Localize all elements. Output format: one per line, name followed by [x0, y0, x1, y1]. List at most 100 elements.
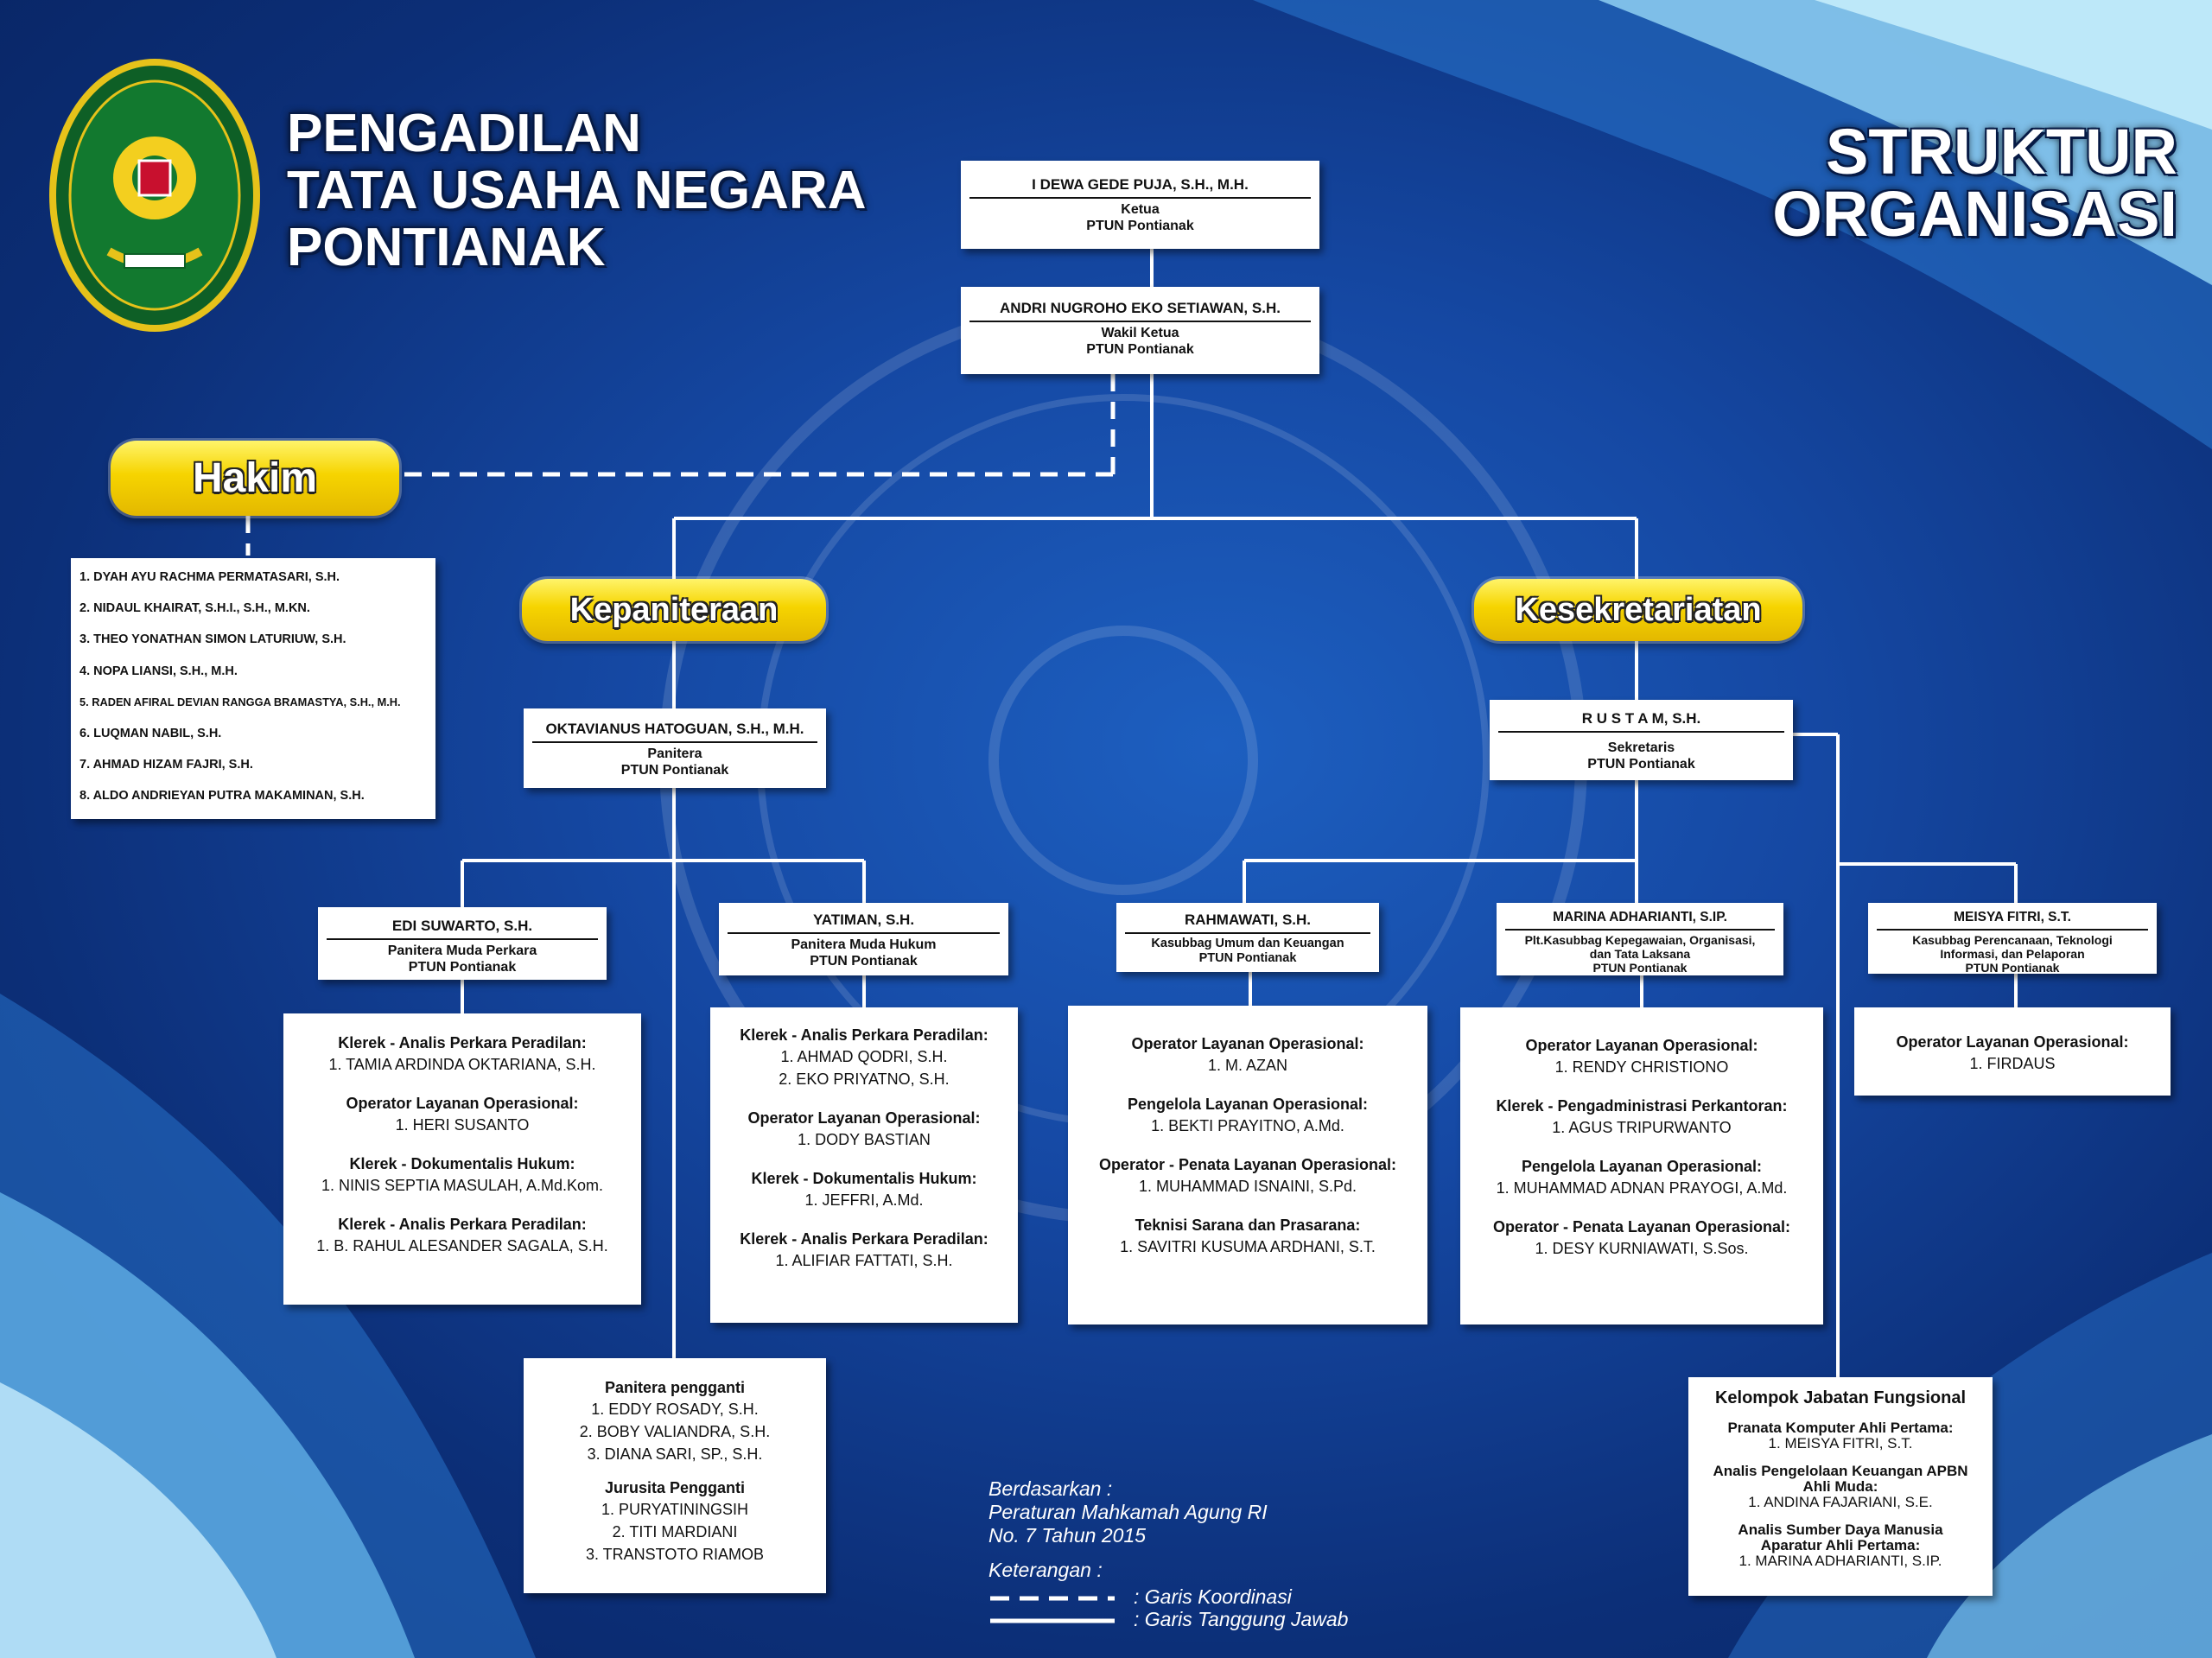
- kasubbag-umum-name: RAHMAWATI, S.H.: [1125, 912, 1370, 934]
- staff-group: Pengelola Layanan Operasional: 1. MUHAMM…: [1465, 1156, 1818, 1199]
- ketua-name: I DEWA GEDE PUJA, S.H., M.H.: [969, 176, 1311, 199]
- kasubbag-perencanaan-staff: Operator Layanan Operasional: 1. FIRDAUS: [1854, 1007, 2171, 1096]
- staff-member: 1. ANDINA FAJARIANI, S.E.: [1748, 1494, 1933, 1510]
- kasubbag-kepegawaian-name: MARINA ADHARIANTI, S.IP.: [1505, 910, 1775, 931]
- staff-group-title: Operator Layanan Operasional:: [747, 1109, 981, 1127]
- staff-group: Operator Layanan Operasional: 1. HERI SU…: [289, 1093, 636, 1136]
- page-title-line-2: ORGANISASI: [1772, 178, 2177, 250]
- kasubbag-kepegawaian-role: Plt.Kasubbag Kepegawaian, Organisasi, da…: [1524, 933, 1756, 961]
- staff-group-title: Operator - Penata Layanan Operasional:: [1492, 1218, 1791, 1236]
- staff-group: Operator Layanan Operasional: 1. FIRDAUS: [1859, 1032, 2165, 1075]
- staff-member: 1. BEKTI PRAYITNO, A.Md.: [1151, 1117, 1344, 1134]
- staff-group: Klerek - Analis Perkara Peradilan: 1. TA…: [289, 1032, 636, 1076]
- legend-title: Keterangan :: [988, 1559, 1103, 1581]
- staff-group: Klerek - Analis Perkara Peradilan: 1. AL…: [715, 1229, 1013, 1272]
- staff-group-title: Pranata Komputer Ahli Pertama:: [1727, 1420, 1954, 1436]
- staff-member: 1. B. RAHUL ALESANDER SAGALA, S.H.: [316, 1237, 608, 1255]
- sekretaris-unit: PTUN Pontianak: [1587, 757, 1695, 772]
- staff-member: 2. BOBY VALIANDRA, S.H.: [579, 1423, 771, 1440]
- kasubbag-perencanaan-role: Kasubbag Perencanaan, Teknologi Informas…: [1912, 933, 2113, 961]
- hakim-member: 3. THEO YONATHAN SIMON LATURIUW, S.H.: [79, 632, 346, 647]
- kasubbag-umum-box: RAHMAWATI, S.H. Kasubbag Umum dan Keuang…: [1116, 903, 1379, 972]
- staff-group-title: Klerek - Analis Perkara Peradilan:: [338, 1034, 587, 1051]
- staff-group: Panitera pengganti 1. EDDY ROSADY, S.H. …: [529, 1377, 821, 1465]
- panmud-perkara-box: EDI SUWARTO, S.H. Panitera Muda Perkara …: [318, 907, 607, 980]
- jabatan-fungsional-box: Kelompok Jabatan Fungsional Pranata Komp…: [1688, 1377, 1993, 1596]
- staff-group-title: Klerek - Analis Perkara Peradilan:: [740, 1230, 988, 1248]
- panmud-perkara-staff: Klerek - Analis Perkara Peradilan: 1. TA…: [283, 1013, 641, 1305]
- staff-member: 1. MARINA ADHARIANTI, S.IP.: [1738, 1553, 1942, 1569]
- wakil-role: Wakil Ketua: [1101, 326, 1179, 340]
- staff-member: 1. AGUS TRIPURWANTO: [1552, 1119, 1732, 1136]
- staff-group-title: Klerek - Dokumentalis Hukum:: [349, 1155, 575, 1172]
- staff-group: Jurusita Pengganti 1. PURYATININGSIH 2. …: [529, 1477, 821, 1566]
- staff-member: 1. ALIFIAR FATTATI, S.H.: [775, 1252, 953, 1269]
- staff-group-title: Operator Layanan Operasional:: [1896, 1033, 2129, 1051]
- kasubbag-perencanaan-unit: PTUN Pontianak: [1965, 961, 2060, 975]
- staff-member: 1. EDDY ROSADY, S.H.: [591, 1401, 759, 1418]
- panmud-hukum-role: Panitera Muda Hukum: [791, 937, 937, 952]
- staff-member: 1. MUHAMMAD ISNAINI, S.Pd.: [1138, 1178, 1357, 1195]
- staff-group-title: Klerek - Analis Perkara Peradilan:: [338, 1216, 587, 1233]
- staff-group: Operator - Penata Layanan Operasional: 1…: [1073, 1154, 1422, 1197]
- staff-member: 1. FIRDAUS: [1969, 1055, 2056, 1072]
- staff-member: 1. RENDY CHRISTIONO: [1554, 1058, 1729, 1076]
- kasubbag-umum-unit: PTUN Pontianak: [1198, 951, 1297, 965]
- court-name-line-1: PENGADILAN: [287, 104, 641, 163]
- staff-group-title: Klerek - Dokumentalis Hukum:: [751, 1170, 977, 1187]
- panmud-hukum-name: YATIMAN, S.H.: [728, 912, 1000, 934]
- staff-group: Analis Pengelolaan Keuangan APBN Ahli Mu…: [1694, 1464, 1987, 1510]
- staff-group-title: Operator Layanan Operasional:: [1131, 1035, 1364, 1052]
- kasubbag-umum-staff: Operator Layanan Operasional: 1. M. AZAN…: [1068, 1006, 1427, 1324]
- staff-group: Klerek - Analis Perkara Peradilan: 1. B.…: [289, 1214, 636, 1257]
- hakim-label: Hakim: [111, 441, 399, 516]
- ketua-unit: PTUN Pontianak: [1086, 219, 1194, 233]
- sekretaris-role: Sekretaris: [1607, 740, 1675, 755]
- staff-group-title: Klerek - Pengadministrasi Perkantoran:: [1496, 1097, 1788, 1115]
- panitera-box: OKTAVIANUS HATOGUAN, S.H., M.H. Panitera…: [524, 708, 826, 788]
- staff-group: Pengelola Layanan Operasional: 1. BEKTI …: [1073, 1094, 1422, 1137]
- regulation-basis: Berdasarkan : Peraturan Mahkamah Agung R…: [988, 1477, 1268, 1547]
- staff-group-title: Analis Pengelolaan Keuangan APBN Ahli Mu…: [1713, 1463, 1968, 1495]
- kasubbag-umum-role: Kasubbag Umum dan Keuangan: [1151, 937, 1344, 950]
- court-seal-logo: [49, 59, 260, 332]
- regulation-line-3: No. 7 Tahun 2015: [988, 1524, 1147, 1547]
- hakim-member-list: 1. DYAH AYU RACHMA PERMATASARI, S.H. 2. …: [71, 558, 435, 819]
- staff-member: 1. M. AZAN: [1207, 1057, 1288, 1074]
- staff-group: Operator Layanan Operasional: 1. RENDY C…: [1465, 1035, 1818, 1078]
- hakim-member: 8. ALDO ANDRIEYAN PUTRA MAKAMINAN, S.H.: [79, 789, 365, 804]
- ketua-box: I DEWA GEDE PUJA, S.H., M.H. Ketua PTUN …: [961, 161, 1319, 249]
- staff-group-title: Analis Sumber Daya Manusia Aparatur Ahli…: [1738, 1521, 1943, 1553]
- kasubbag-kepegawaian-staff: Operator Layanan Operasional: 1. RENDY C…: [1460, 1007, 1823, 1324]
- staff-member: 1. DODY BASTIAN: [798, 1131, 931, 1148]
- sekretaris-box: R U S T A M, S.H. Sekretaris PTUN Pontia…: [1490, 700, 1793, 780]
- wakil-name: ANDRI NUGROHO EKO SETIAWAN, S.H.: [969, 300, 1311, 322]
- hakim-member: 5. RADEN AFIRAL DEVIAN RANGGA BRAMASTYA,…: [79, 695, 401, 708]
- panitera-unit: PTUN Pontianak: [620, 763, 729, 778]
- panmud-hukum-box: YATIMAN, S.H. Panitera Muda Hukum PTUN P…: [719, 903, 1008, 975]
- panmud-hukum-staff: Klerek - Analis Perkara Peradilan: 1. AH…: [710, 1007, 1018, 1323]
- staff-group: Klerek - Dokumentalis Hukum: 1. JEFFRI, …: [715, 1168, 1013, 1211]
- staff-group: Analis Sumber Daya Manusia Aparatur Ahli…: [1694, 1522, 1987, 1569]
- staff-group-title: Operator Layanan Operasional:: [1525, 1037, 1758, 1054]
- staff-group: Operator Layanan Operasional: 1. M. AZAN: [1073, 1033, 1422, 1077]
- staff-group: Klerek - Dokumentalis Hukum: 1. NINIS SE…: [289, 1153, 636, 1197]
- panmud-hukum-unit: PTUN Pontianak: [810, 954, 918, 969]
- wakil-unit: PTUN Pontianak: [1086, 342, 1194, 357]
- kasubbag-kepegawaian-unit: PTUN Pontianak: [1592, 961, 1688, 975]
- kasubbag-perencanaan-name: MEISYA FITRI, S.T.: [1877, 910, 2148, 931]
- ketua-role: Ketua: [1121, 202, 1160, 217]
- staff-member: 1. PURYATININGSIH: [601, 1501, 749, 1518]
- staff-member: 1. NINIS SEPTIA MASULAH, A.Md.Kom.: [321, 1177, 604, 1194]
- hakim-member: 7. AHMAD HIZAM FAJRI, S.H.: [79, 758, 253, 772]
- staff-member: 1. DESY KURNIAWATI, S.Sos.: [1535, 1240, 1749, 1257]
- staff-group: Teknisi Sarana dan Prasarana: 1. SAVITRI…: [1073, 1215, 1422, 1258]
- regulation-line-1: Berdasarkan :: [988, 1477, 1113, 1500]
- legend-solid-label: : Garis Tanggung Jawab: [1134, 1608, 1349, 1630]
- staff-member: 1. HERI SUSANTO: [395, 1116, 530, 1134]
- staff-group-title: Pengelola Layanan Operasional:: [1127, 1096, 1369, 1113]
- panmud-perkara-unit: PTUN Pontianak: [408, 960, 517, 975]
- staff-group: Operator Layanan Operasional: 1. DODY BA…: [715, 1108, 1013, 1151]
- kasubbag-perencanaan-box: MEISYA FITRI, S.T. Kasubbag Perencanaan,…: [1868, 903, 2157, 975]
